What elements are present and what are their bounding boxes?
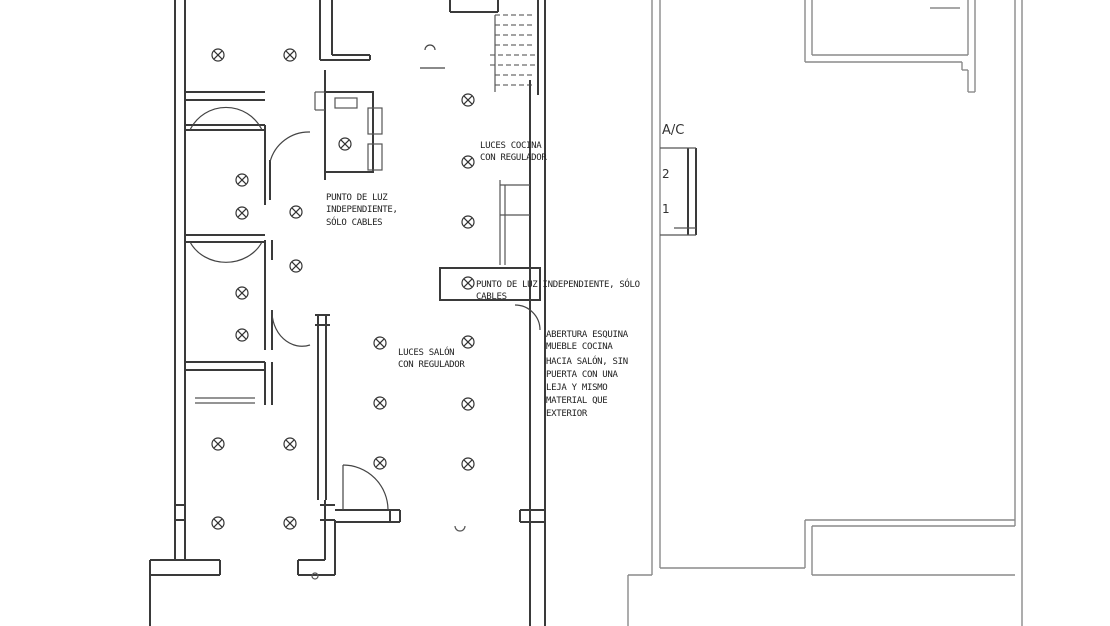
light-fixture-icon — [289, 205, 303, 219]
light-fixture-icon — [235, 286, 249, 300]
ac-level-1: 1 — [662, 202, 670, 216]
light-fixture-icon — [461, 215, 475, 229]
light-fixture-icon — [373, 396, 387, 410]
adjacent-terrace — [627, 0, 1023, 626]
living-lights-note-line-1: LUCES SALÓN — [398, 346, 454, 358]
staircase — [490, 14, 535, 92]
point-light-right-line-1: PUNTO DE LUZ INDEPENDIENTE, SÓLO — [476, 278, 640, 290]
table-with-chairs — [314, 70, 383, 180]
point-light-left-line-1: PUNTO DE LUZ — [326, 193, 388, 203]
light-fixture-icon — [211, 516, 225, 530]
light-fixture-icon — [461, 457, 475, 471]
light-fixture-icon — [235, 206, 249, 220]
light-fixture-icon — [373, 456, 387, 470]
light-fixture-icon — [235, 173, 249, 187]
ac-level-2: 2 — [662, 167, 670, 181]
light-fixture-icon — [235, 328, 249, 342]
light-fixture-icon — [373, 336, 387, 350]
corner-opening-line-6: MATERIAL QUE — [546, 396, 607, 406]
light-fixture-icon — [289, 259, 303, 273]
light-fixture-icon — [461, 335, 475, 349]
corner-opening-line-4: PUERTA CON UNA — [546, 370, 619, 380]
light-fixture-icon — [283, 516, 297, 530]
light-fixture-icon — [211, 48, 225, 62]
wall-marks — [311, 525, 466, 580]
corner-opening-line-5: LEJA Y MISMO — [546, 383, 607, 393]
ac-unit: A/C 2 1 — [660, 123, 697, 236]
point-light-left-line-2: INDEPENDIENTE, — [326, 205, 398, 215]
point-light-left-line-3: SÓLO CABLES — [326, 216, 382, 228]
point-light-right-line-2: CABLES — [476, 292, 507, 302]
light-fixture-icon — [461, 276, 475, 290]
light-fixture-icon — [283, 437, 297, 451]
light-fixture-icon — [338, 137, 352, 151]
exterior-walls — [149, 0, 336, 626]
kitchen-lights-note-line-2: CON REGULADOR — [480, 153, 547, 163]
light-fixture-icon — [461, 397, 475, 411]
corner-opening-line-7: EXTERIOR — [546, 409, 588, 419]
kitchen-lights-note-line-1: LUCES COCINA — [480, 141, 542, 151]
ceiling-lights — [211, 48, 475, 530]
corner-opening-line-3: HACIA SALÓN, SIN — [546, 355, 628, 367]
doors — [189, 44, 541, 511]
light-fixture-icon — [211, 437, 225, 451]
interior-walls — [175, 0, 546, 626]
light-fixture-icon — [283, 48, 297, 62]
light-fixture-icon — [461, 93, 475, 107]
light-fixture-icon — [461, 155, 475, 169]
annotations: LUCES COCINA CON REGULADOR PUNTO DE LUZ … — [326, 141, 640, 419]
ac-title: A/C — [662, 123, 684, 138]
corner-opening-line-2: MUEBLE COCINA — [546, 342, 613, 352]
living-lights-note-line-2: CON REGULADOR — [398, 360, 465, 370]
corner-opening-line-1: ABERTURA ESQUINA — [546, 330, 629, 340]
